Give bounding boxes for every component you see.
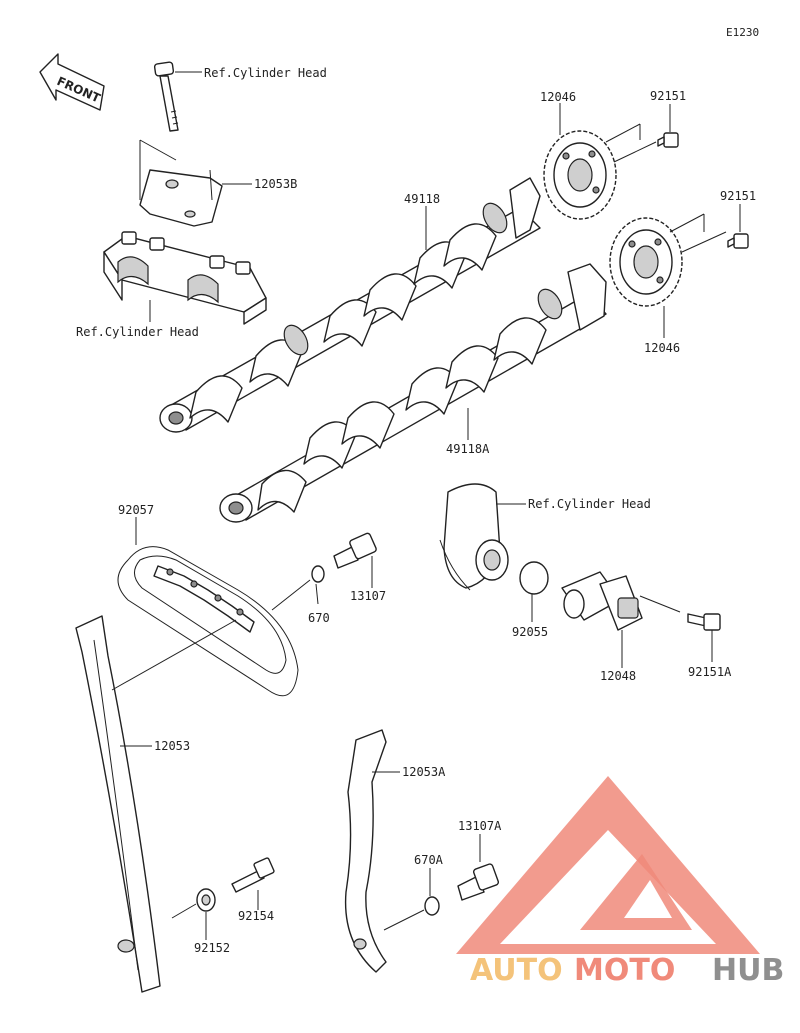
o-ring-670A	[424, 896, 440, 916]
cam-sprocket-upper-12046	[543, 130, 617, 220]
part-92057-label: 92057	[118, 503, 154, 517]
svg-text:AUTO: AUTO	[470, 953, 563, 988]
pivot-bolt-13107A	[457, 863, 500, 901]
ref-cylinder-head-right-label: Ref.Cylinder Head	[528, 497, 651, 511]
camshaft-49118	[159, 177, 541, 433]
tensioner-bolt-92151A	[687, 613, 721, 631]
chain-guide-12053	[75, 615, 161, 993]
svg-text:MOTO: MOTO	[574, 953, 675, 988]
front-arrow-icon: FRONT	[39, 53, 105, 111]
part-12053-label: 12053	[154, 739, 190, 753]
cam-sprocket-lower-12046	[609, 217, 683, 307]
cam-cap-bolt	[153, 61, 179, 132]
part-92154-label: 92154	[238, 909, 274, 923]
ref-cylinder-head-left-label: Ref.Cylinder Head	[76, 325, 199, 339]
cylinder-head-tensioner-mount	[439, 483, 509, 591]
chain-tensioner-12048	[561, 571, 643, 631]
diagram-code: E1230	[726, 26, 759, 39]
sprocket-bolt-92151-upper	[657, 132, 679, 148]
part-12046-bottom-label: 12046	[644, 341, 680, 355]
part-670A-label: 670A	[414, 853, 444, 867]
guide-bolt-92154	[231, 857, 275, 893]
part-13107-label: 13107	[350, 589, 386, 603]
camshaft-49118A	[219, 263, 607, 523]
part-92152-label: 92152	[194, 941, 230, 955]
timing-chain-92057	[117, 546, 299, 697]
part-92055-label: 92055	[512, 625, 548, 639]
chain-guide-12053A	[344, 729, 387, 973]
cylinder-head-cam-cap	[103, 231, 267, 325]
part-49118A-label: 49118A	[446, 442, 490, 456]
part-12053B-label: 12053B	[254, 177, 297, 191]
gasket-92055	[519, 561, 549, 595]
o-ring-670	[311, 565, 325, 583]
svg-text:HUB: HUB	[712, 953, 784, 988]
automotohub-logo: AUTO MOTO HUB	[456, 776, 784, 988]
part-670-label: 670	[308, 611, 330, 625]
part-12048-label: 12048	[600, 669, 636, 683]
chain-guide-12053B	[139, 139, 223, 227]
sprocket-bolt-92151-lower	[727, 233, 749, 249]
part-92151-top-label: 92151	[650, 89, 686, 103]
part-49118-label: 49118	[404, 192, 440, 206]
part-12053A-label: 12053A	[402, 765, 446, 779]
part-13107A-label: 13107A	[458, 819, 502, 833]
pivot-bolt-13107	[333, 532, 377, 569]
part-12046-top-label: 12046	[540, 90, 576, 104]
part-92151A-label: 92151A	[688, 665, 732, 679]
part-92151-mid-label: 92151	[720, 189, 756, 203]
collar-92152	[196, 888, 216, 912]
ref-cylinder-head-top-label: Ref.Cylinder Head	[204, 66, 327, 80]
